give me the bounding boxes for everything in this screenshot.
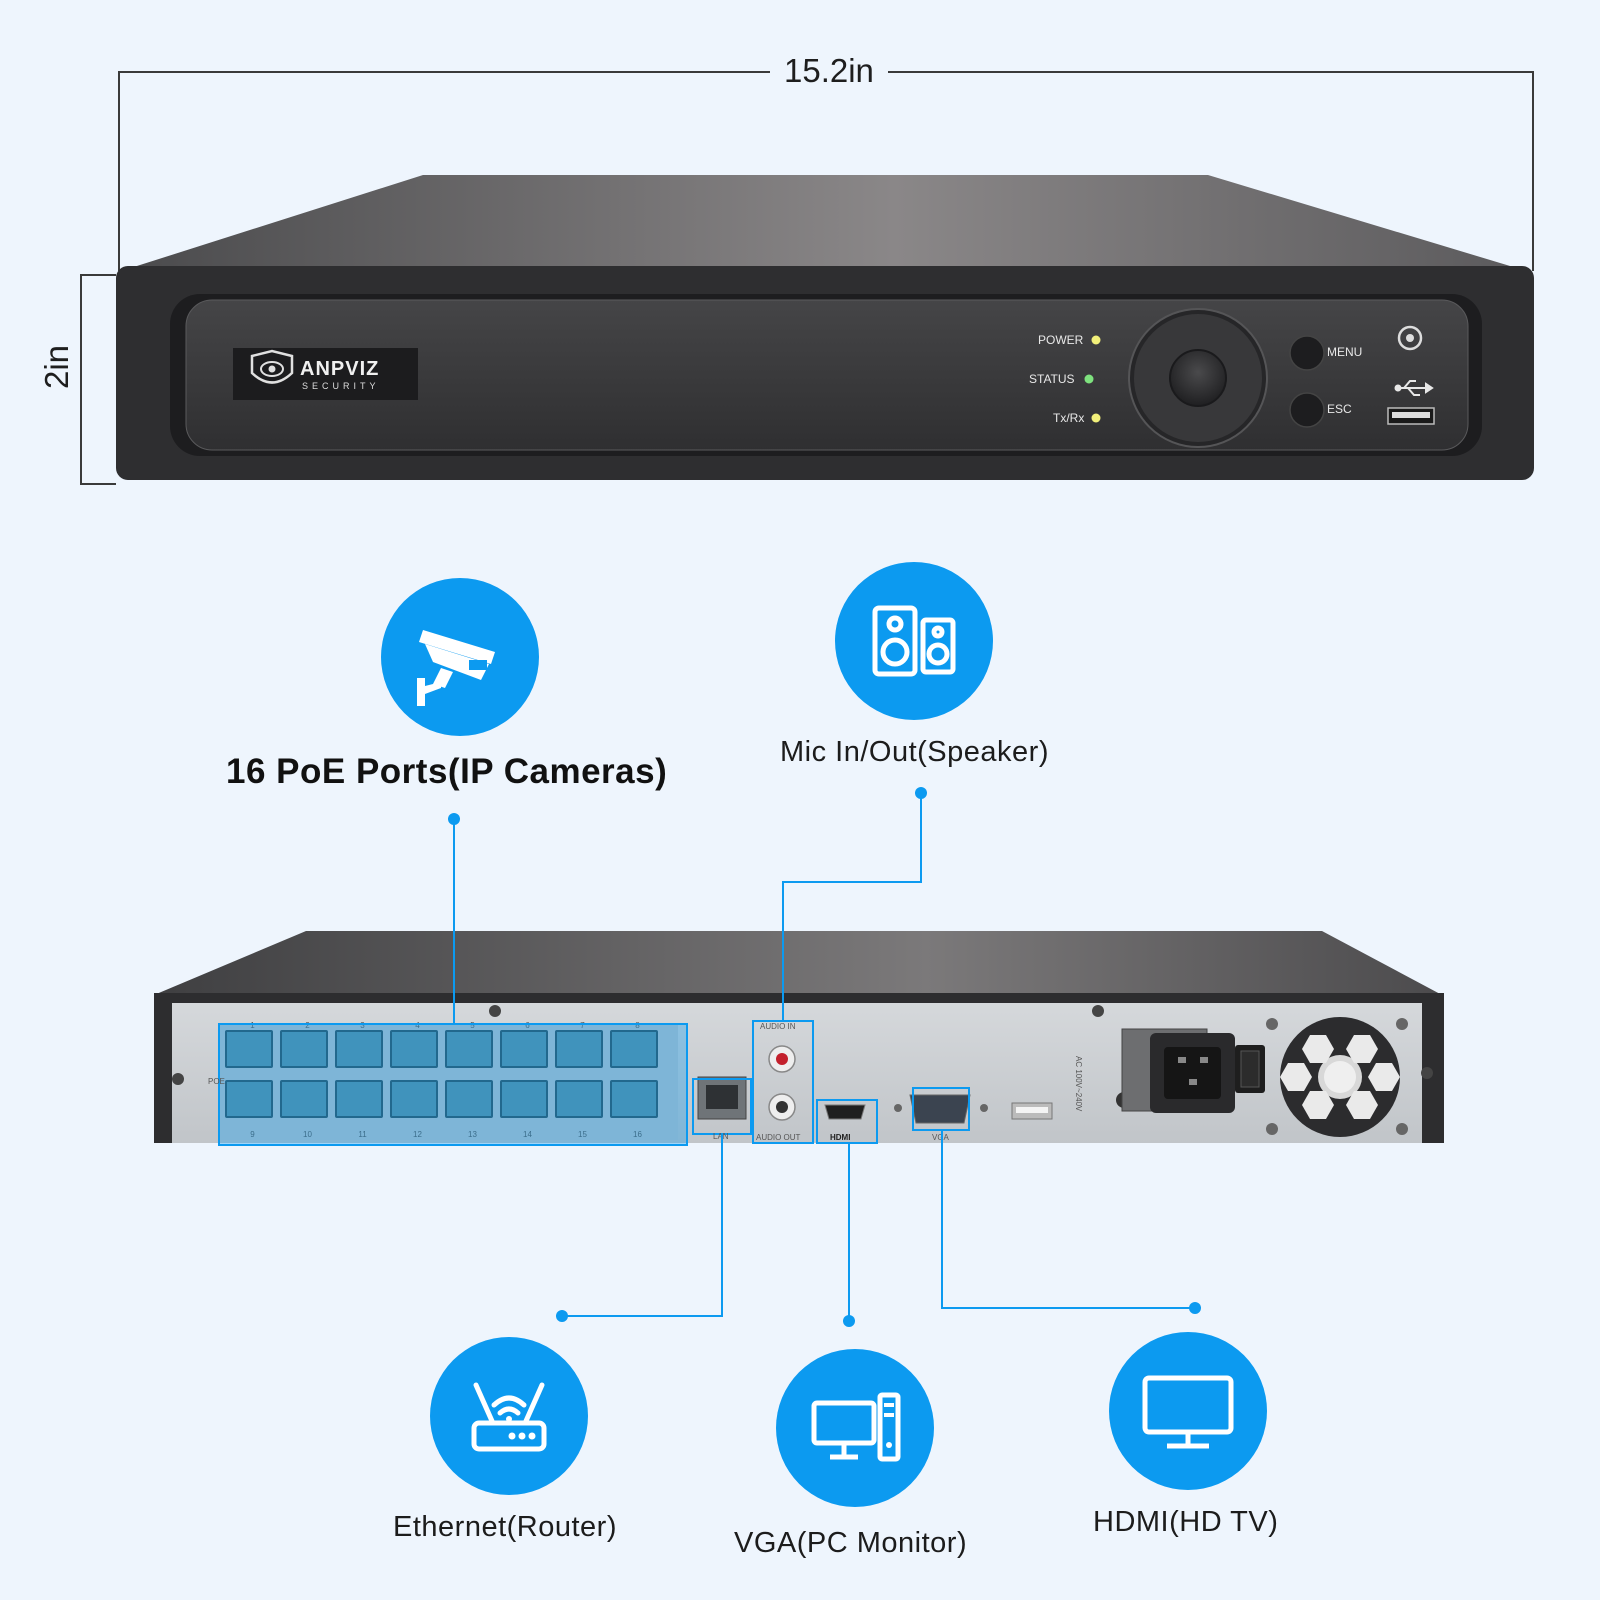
- poe-port[interactable]: [335, 1080, 383, 1118]
- pc-monitor-icon: [811, 1392, 901, 1462]
- vga-port-connector-line-h: [941, 1307, 1195, 1309]
- poe-connector-line: [453, 819, 455, 1023]
- port-numbers-top: 1 2 3 4 5 6 7 8: [225, 1021, 665, 1030]
- poe-port[interactable]: [280, 1030, 328, 1068]
- poe-feature-circle: [381, 578, 539, 736]
- port-number: 8: [635, 1021, 640, 1030]
- vga-feature-circle: [776, 1349, 934, 1507]
- width-label: 15.2in: [770, 52, 888, 90]
- speaker-icon: [872, 605, 956, 677]
- port-number: 12: [413, 1130, 422, 1139]
- port-number: 15: [578, 1130, 587, 1139]
- ethernet-connector-line-h: [562, 1315, 723, 1317]
- audio-feature-label: Mic In/Out(Speaker): [780, 736, 1049, 768]
- poe-port[interactable]: [335, 1030, 383, 1068]
- poe-feature-label: 16 PoE Ports(IP Cameras): [226, 752, 668, 791]
- port-number: 5: [470, 1021, 475, 1030]
- cctv-camera-icon: [417, 630, 495, 706]
- port-number: 1: [250, 1021, 255, 1030]
- audio-in-label: AUDIO IN: [760, 1022, 796, 1031]
- vga-highlight-box: [912, 1087, 970, 1131]
- audio-highlight-box: [752, 1020, 814, 1144]
- esc-button-label: ESC: [1327, 402, 1352, 416]
- vga-feature-label: VGA(PC Monitor): [734, 1527, 968, 1559]
- port-number: 2: [305, 1021, 310, 1030]
- poe-port[interactable]: [610, 1080, 658, 1118]
- height-dimension-line: [80, 274, 82, 484]
- usb-icon: [1394, 380, 1434, 396]
- hdmi-feature-label: HDMI(HD TV): [1093, 1506, 1279, 1538]
- power-indicator-label: POWER: [1038, 333, 1084, 347]
- poe-ports: [225, 1030, 665, 1130]
- status-indicator-label: STATUS: [1029, 372, 1075, 386]
- hdmi-highlight-box: [816, 1099, 878, 1144]
- port-number: 7: [580, 1021, 585, 1030]
- hdmi-feature-circle: [1109, 1332, 1267, 1490]
- port-number: 3: [360, 1021, 365, 1030]
- poe-port[interactable]: [555, 1030, 603, 1068]
- brand-subtitle: SECURITY: [302, 381, 380, 391]
- height-dim-top-tick: [80, 274, 116, 276]
- port-number: 6: [525, 1021, 530, 1030]
- router-icon: [471, 1382, 547, 1452]
- poe-port[interactable]: [225, 1080, 273, 1118]
- poe-highlight-box: [218, 1023, 688, 1146]
- audio-connector-line-v2: [782, 881, 784, 1020]
- vga-port-connector-dot: [1189, 1302, 1201, 1314]
- poe-port[interactable]: [500, 1080, 548, 1118]
- lan-highlight-box: [692, 1078, 752, 1135]
- audio-feature-circle: [835, 562, 993, 720]
- poe-port[interactable]: [280, 1080, 328, 1118]
- poe-port[interactable]: [555, 1080, 603, 1118]
- port-number: 4: [415, 1021, 420, 1030]
- poe-port[interactable]: [225, 1030, 273, 1068]
- audio-connector-line-h: [782, 881, 922, 883]
- height-dim-bottom-tick: [80, 483, 116, 485]
- txrx-indicator-label: Tx/Rx: [1053, 411, 1085, 425]
- port-number: 16: [633, 1130, 642, 1139]
- ethernet-connector-line-v: [721, 1135, 723, 1317]
- poe-port[interactable]: [390, 1080, 438, 1118]
- poe-label: POE: [208, 1077, 225, 1086]
- ethernet-connector-dot: [556, 1310, 568, 1322]
- vga-label: VGA: [932, 1133, 949, 1142]
- port-number: 14: [523, 1130, 532, 1139]
- poe-port[interactable]: [390, 1030, 438, 1068]
- width-dim-left-tick: [118, 71, 120, 271]
- port-number: 11: [358, 1130, 367, 1139]
- tv-icon: [1142, 1375, 1234, 1449]
- poe-port[interactable]: [610, 1030, 658, 1068]
- poe-port[interactable]: [500, 1030, 548, 1068]
- port-number: 13: [468, 1130, 477, 1139]
- port-number: 9: [250, 1130, 255, 1139]
- port-number: 10: [303, 1130, 312, 1139]
- anpviz-logo-icon: [250, 349, 294, 384]
- vga-port-connector-line-v: [941, 1131, 943, 1309]
- hdmi-port-connector-line: [848, 1144, 850, 1320]
- width-dim-right-tick: [1532, 71, 1534, 271]
- poe-port[interactable]: [445, 1080, 493, 1118]
- brand-name: ANPVIZ: [300, 358, 380, 380]
- power-input-label: AC 100V~240V: [1074, 1056, 1083, 1112]
- poe-port[interactable]: [445, 1030, 493, 1068]
- menu-button-label: MENU: [1327, 345, 1363, 359]
- ethernet-feature-label: Ethernet(Router): [393, 1511, 617, 1543]
- audio-out-label: AUDIO OUT: [756, 1133, 801, 1142]
- hdmi-label: HDMI: [830, 1133, 851, 1142]
- ethernet-feature-circle: [430, 1337, 588, 1495]
- audio-connector-line-v1: [920, 793, 922, 883]
- nvr-front-view: [116, 175, 1534, 480]
- hdmi-port-connector-dot: [843, 1315, 855, 1327]
- height-label: 2in: [38, 344, 75, 390]
- port-numbers-bottom: 9 10 11 12 13 14 15 16: [225, 1130, 665, 1139]
- lan-label: LAN: [713, 1132, 729, 1141]
